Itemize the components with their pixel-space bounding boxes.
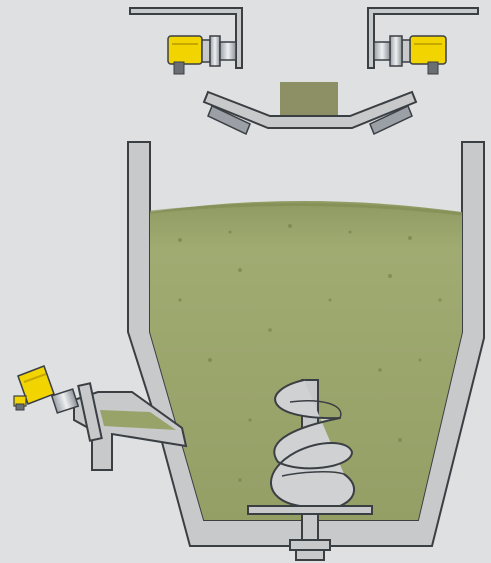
sensor-top-right-icon	[374, 36, 446, 74]
sensor-side-icon	[14, 366, 78, 413]
sensor-top-left-icon	[168, 36, 236, 74]
belt-conveyor	[204, 82, 416, 134]
conveyor-load	[280, 82, 338, 120]
